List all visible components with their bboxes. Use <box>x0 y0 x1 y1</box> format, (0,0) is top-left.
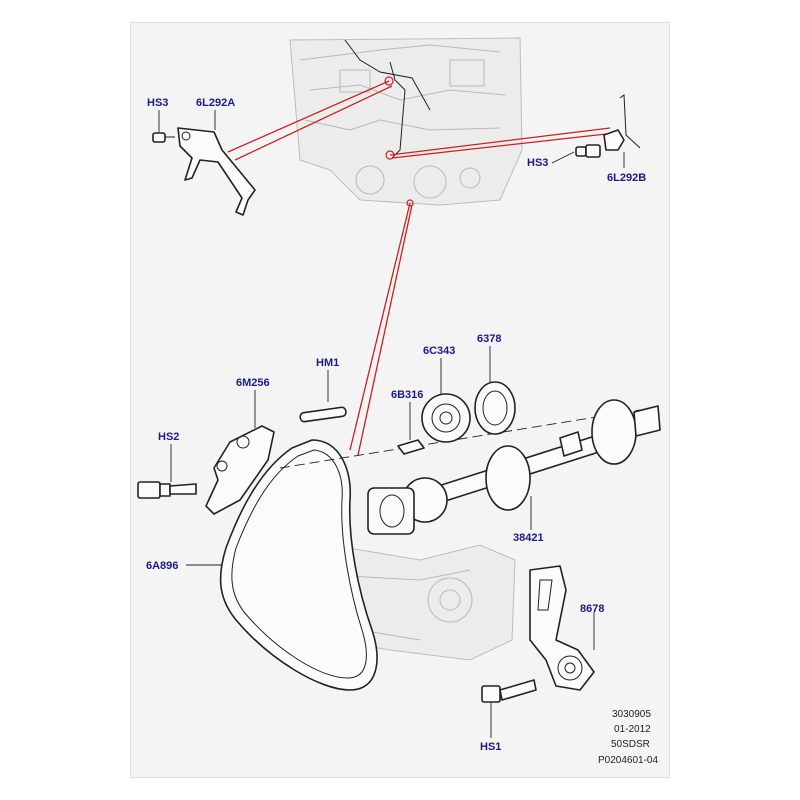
dowel-hm1 <box>299 406 347 423</box>
label-6c343: 6C343 <box>423 345 455 357</box>
reference-lines <box>227 80 611 456</box>
stamp-line-4: P0204601-04 <box>598 755 658 766</box>
label-hs2: HS2 <box>158 431 179 443</box>
washer-6378 <box>474 381 516 435</box>
mount-point-c <box>406 199 414 207</box>
stamp-line-2: 01-2012 <box>614 724 651 735</box>
bolt-hs1 <box>481 679 537 703</box>
bolt-hs2 <box>137 481 197 499</box>
label-hs1: HS1 <box>480 741 501 753</box>
stamp-line-1: 3030905 <box>612 709 651 720</box>
sprocket-6c343 <box>421 393 471 443</box>
label-6b316: 6B316 <box>391 389 423 401</box>
engine-block-ghost <box>289 37 523 207</box>
leader-lines <box>158 110 625 738</box>
mount-point-a <box>384 76 394 86</box>
callout-labels: HS3 6L292A HS3 6L292B 6C343 6378 6B316 H… <box>146 97 646 753</box>
label-6378: 6378 <box>477 333 501 345</box>
bracket-6l292b <box>603 94 641 151</box>
label-8678: 8678 <box>580 603 604 615</box>
label-38421: 38421 <box>513 532 544 544</box>
label-6a896: 6A896 <box>146 560 178 572</box>
reference-stamp: 3030905 01-2012 50SDSR P0204601-04 <box>598 709 658 766</box>
stamp-line-3: 50SDSR <box>611 739 650 750</box>
label-hs3-right: HS3 <box>527 157 548 169</box>
label-hs3-left: HS3 <box>147 97 168 109</box>
chain-guide-6m256 <box>205 425 275 515</box>
label-6l292a: 6L292A <box>196 97 235 109</box>
cam-phaser-unit <box>367 477 448 535</box>
timing-chain-6a896 <box>219 439 378 691</box>
tensioner-arm-8678 <box>529 565 595 691</box>
bolt-hs3-left <box>152 132 175 143</box>
label-hm1: HM1 <box>316 357 339 369</box>
key-6b316 <box>397 439 425 455</box>
bolt-hs3-right <box>575 144 601 158</box>
label-6l292b: 6L292B <box>607 172 646 184</box>
camshaft-38421 <box>279 399 661 511</box>
bracket-6l292a <box>177 127 256 216</box>
label-6m256: 6M256 <box>236 377 270 389</box>
